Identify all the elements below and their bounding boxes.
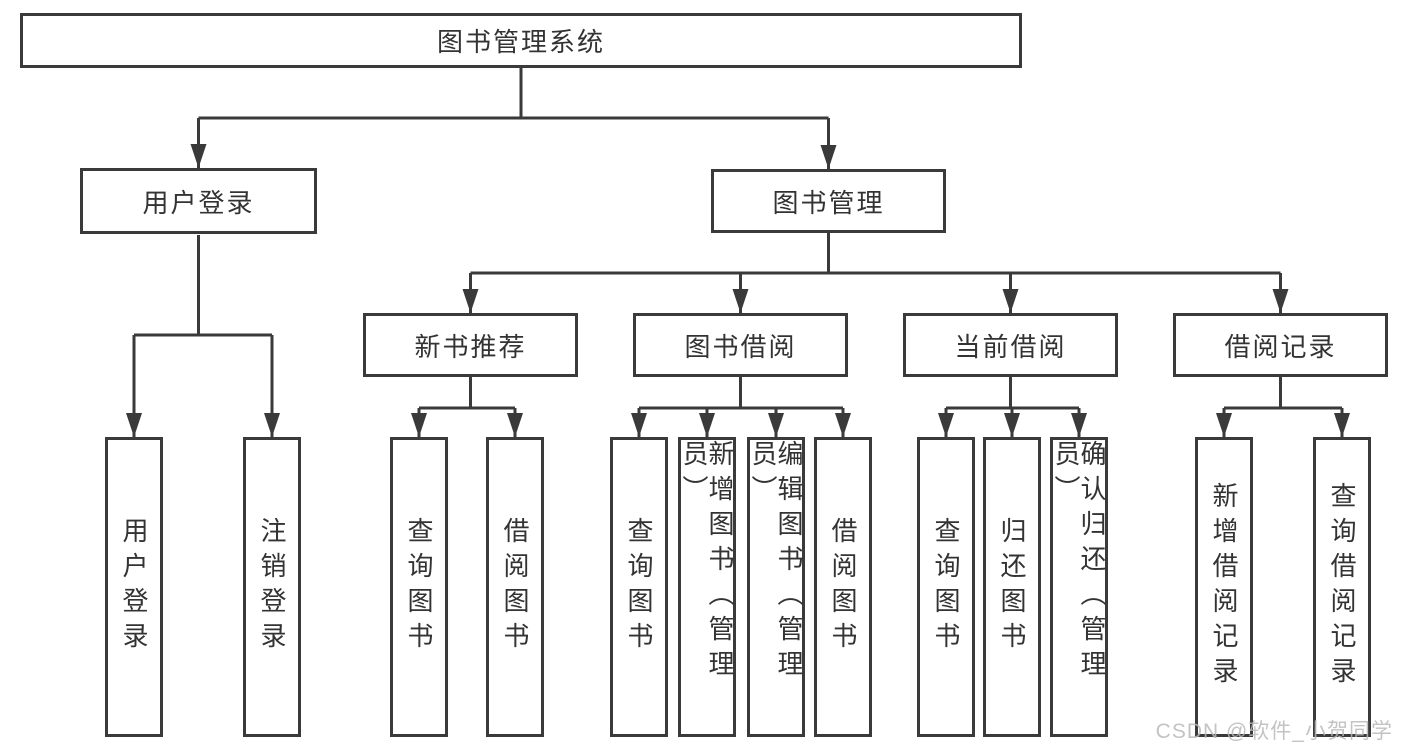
node-library-management-system: 图书管理系统 bbox=[20, 13, 1022, 68]
node-label: 归还图书 bbox=[997, 517, 1027, 657]
node-user-login: 用户登录 bbox=[80, 168, 317, 234]
leaf-return-book: 归还图书 bbox=[983, 437, 1041, 737]
leaf-borrow-books: 借阅图书 bbox=[814, 437, 872, 737]
node-label: 当前借阅 bbox=[954, 331, 1067, 362]
csdn-watermark: CSDN @软件_小贺同学 bbox=[1155, 720, 1393, 743]
node-current-borrowing: 当前借阅 bbox=[903, 313, 1118, 377]
node-book-management: 图书管理 bbox=[711, 169, 946, 233]
leaf-query-books-borrow: 查询图书 bbox=[610, 437, 668, 737]
node-label: 图书管理系统 bbox=[436, 27, 605, 57]
connector-arrows bbox=[126, 118, 1350, 437]
leaf-borrow-books-recommend: 借阅图书 bbox=[486, 437, 544, 737]
node-book-borrowing: 图书借阅 bbox=[633, 313, 848, 377]
leaf-edit-book-admin: 编辑图书（管理员） bbox=[747, 437, 805, 737]
leaf-query-borrow-record: 查询借阅记录 bbox=[1313, 437, 1371, 737]
node-label: 用户登录 bbox=[119, 517, 149, 657]
leaf-logout: 注销登录 bbox=[243, 437, 301, 737]
leaf-user-login: 用户登录 bbox=[105, 437, 163, 737]
node-label: 新增图书（管理员） bbox=[679, 440, 735, 685]
node-label: 借阅图书 bbox=[500, 517, 530, 657]
leaf-query-books-current: 查询图书 bbox=[917, 437, 975, 737]
node-label: 图书管理 bbox=[772, 187, 885, 218]
node-label: 查询图书 bbox=[931, 517, 961, 657]
node-label: 图书借阅 bbox=[684, 331, 797, 362]
node-label: 新书推荐 bbox=[414, 331, 527, 362]
node-label: 借阅图书 bbox=[828, 517, 858, 657]
node-label: 编辑图书（管理员） bbox=[748, 440, 804, 685]
node-label: 注销登录 bbox=[257, 517, 287, 657]
leaf-query-books-recommend: 查询图书 bbox=[390, 437, 448, 737]
node-new-book-recommendation: 新书推荐 bbox=[363, 313, 578, 377]
leaf-add-book-admin: 新增图书（管理员） bbox=[678, 437, 736, 737]
node-borrowing-records: 借阅记录 bbox=[1173, 313, 1388, 377]
node-label: 查询图书 bbox=[624, 517, 654, 657]
leaf-add-borrow-record: 新增借阅记录 bbox=[1195, 437, 1253, 737]
node-label: 借阅记录 bbox=[1224, 331, 1337, 362]
node-label: 用户登录 bbox=[142, 187, 255, 218]
node-label: 新增借阅记录 bbox=[1209, 482, 1239, 692]
leaf-confirm-return-admin: 确认归还（管理员） bbox=[1050, 437, 1108, 737]
node-label: 确认归还（管理员） bbox=[1051, 440, 1107, 685]
node-label: 查询图书 bbox=[404, 517, 434, 657]
node-label: 查询借阅记录 bbox=[1327, 482, 1357, 692]
